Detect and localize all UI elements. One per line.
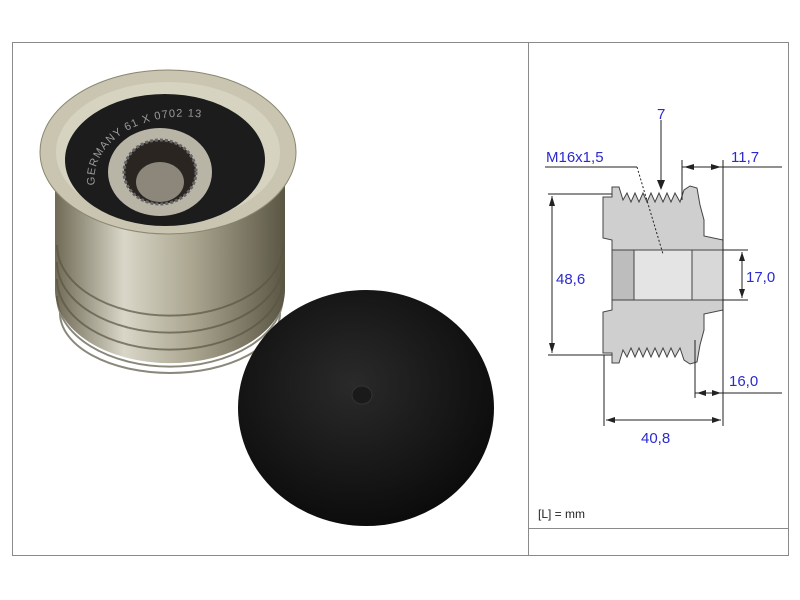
label-outer-diameter: 48,6 xyxy=(556,271,585,288)
pulley-image: GERMANY 61 X 0702 13 xyxy=(39,69,297,374)
dimension-lines xyxy=(545,120,782,426)
legend-divider xyxy=(528,528,789,529)
panel-divider xyxy=(528,42,529,556)
unit-note: [L] = mm xyxy=(538,507,586,521)
pulley-section xyxy=(602,185,724,365)
label-belt-ribs: 7 xyxy=(657,106,665,123)
label-bore-diameter: 17,0 xyxy=(746,269,775,286)
label-thread: M16x1,5 xyxy=(546,149,604,166)
cap-image xyxy=(238,290,494,526)
arrowheads xyxy=(549,164,745,423)
label-hub-length: 11,7 xyxy=(731,149,759,166)
label-total-width: 40,8 xyxy=(641,430,670,447)
product-frame xyxy=(12,42,789,556)
label-hub-offset: 16,0 xyxy=(729,373,758,390)
